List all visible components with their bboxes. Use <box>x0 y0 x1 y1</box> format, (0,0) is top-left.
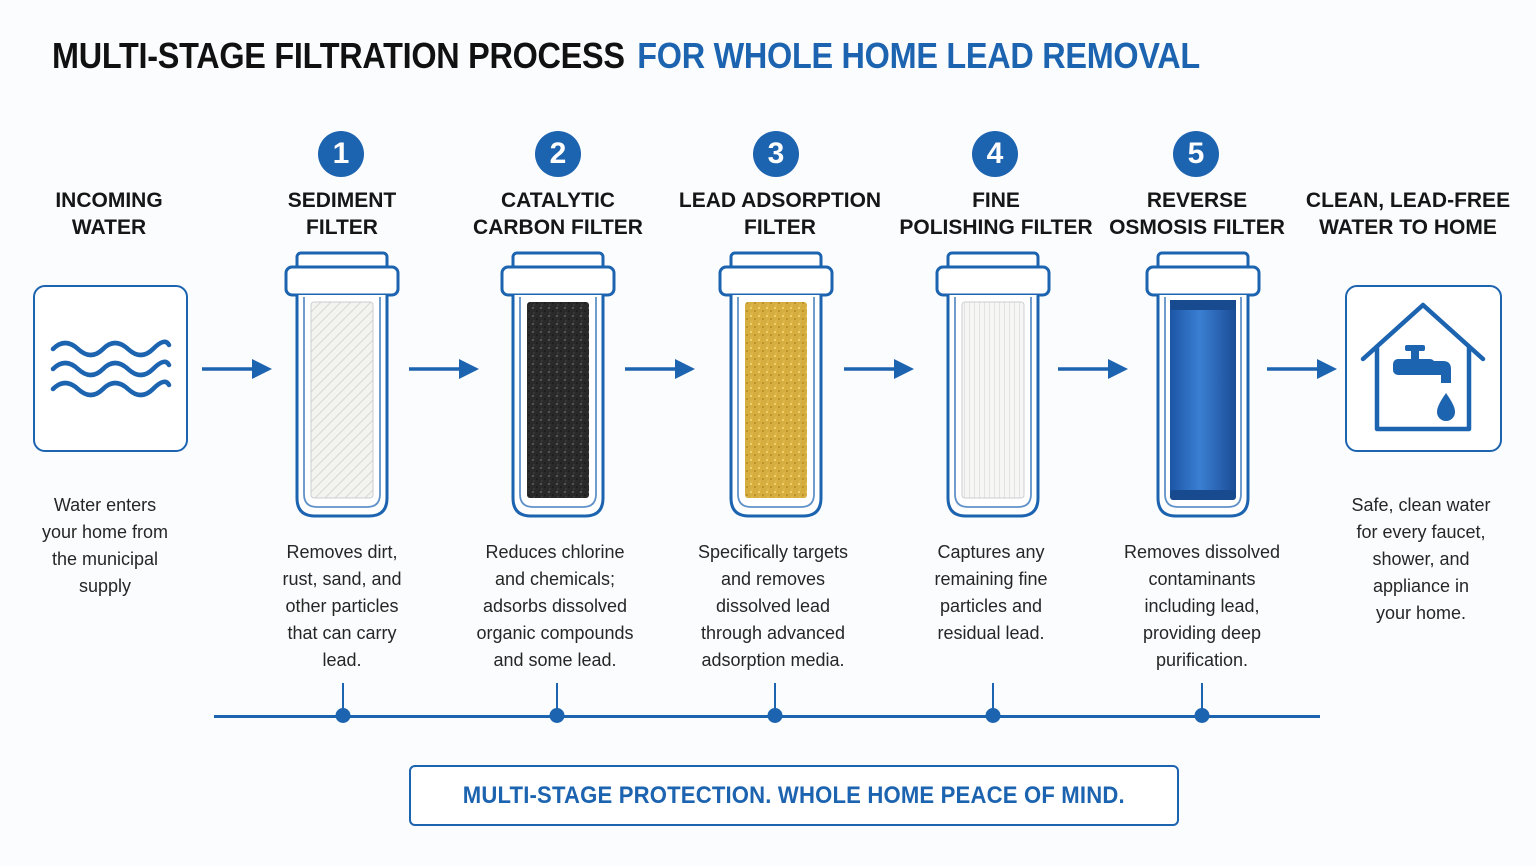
lead-adsorption-filter-cartridge <box>717 250 835 520</box>
timeline-dot <box>767 708 783 723</box>
water-waves-icon <box>50 339 172 398</box>
stage-5-description: Removes dissolved contaminants including… <box>1123 542 1281 670</box>
timeline-tick <box>1201 683 1203 716</box>
house-faucet-icon <box>1360 302 1486 432</box>
reverse-osmosis-filter-cartridge <box>1144 250 1262 520</box>
process-timeline <box>214 715 1320 718</box>
page-title: MULTI-STAGE FILTRATION PROCESS FOR WHOLE … <box>52 34 1200 78</box>
flow-arrow-icon <box>409 359 479 379</box>
stage-1-number-badge: 1 <box>318 131 364 177</box>
stage-4-number-badge: 4 <box>972 131 1018 177</box>
stage-2-description: Reduces chlorine and chemicals; adsorbs … <box>476 542 634 670</box>
timeline-dot <box>1194 708 1210 723</box>
flow-arrow-icon <box>1267 359 1337 379</box>
polishing-filter-cartridge <box>934 250 1052 520</box>
footer-banner: MULTI-STAGE PROTECTION. WHOLE HOME PEACE… <box>409 765 1179 826</box>
timeline-tick <box>774 683 776 716</box>
timeline-dot <box>985 708 1001 723</box>
timeline-dot <box>335 708 351 723</box>
stage-5-number-badge: 5 <box>1173 131 1219 177</box>
stage-3-heading: LEAD ADSORPTION FILTER <box>678 189 882 239</box>
outgoing-description: Safe, clean water for every faucet, show… <box>1351 495 1491 623</box>
timeline-dot <box>549 708 565 723</box>
stage-3-description: Specifically targets and removes dissolv… <box>697 542 849 670</box>
stage-2-number-badge: 2 <box>535 131 581 177</box>
timeline-tick <box>992 683 994 716</box>
flow-arrow-icon <box>625 359 695 379</box>
stage-3-number-badge: 3 <box>753 131 799 177</box>
stage-4-description: Captures any remaining fine particles an… <box>934 542 1048 643</box>
sediment-filter-cartridge <box>283 250 401 520</box>
stage-2-heading: CATALYTIC CARBON FILTER <box>473 189 643 239</box>
stage-4-heading: FINE POLISHING FILTER <box>899 189 1093 239</box>
title-part-2: FOR WHOLE HOME LEAD REMOVAL <box>637 35 1200 76</box>
timeline-tick <box>556 683 558 716</box>
incoming-water-box <box>33 285 188 452</box>
incoming-description: Water enters your home from the municipa… <box>41 495 169 596</box>
footer-tagline: MULTI-STAGE PROTECTION. WHOLE HOME PEACE… <box>463 781 1125 809</box>
incoming-heading: INCOMING WATER <box>55 189 163 239</box>
timeline-tick <box>342 683 344 716</box>
outgoing-heading: CLEAN, LEAD-FREE WATER TO HOME <box>1305 189 1511 239</box>
title-part-1: MULTI-STAGE FILTRATION PROCESS <box>52 35 625 76</box>
flow-arrow-icon <box>1058 359 1128 379</box>
clean-water-box <box>1345 285 1502 452</box>
stage-1-description: Removes dirt, rust, sand, and other part… <box>282 542 402 670</box>
stage-5-heading: REVERSE OSMOSIS FILTER <box>1109 189 1285 239</box>
flow-arrow-icon <box>202 359 272 379</box>
flow-arrow-icon <box>844 359 914 379</box>
stage-1-heading: SEDIMENT FILTER <box>287 189 397 239</box>
carbon-filter-cartridge <box>499 250 617 520</box>
